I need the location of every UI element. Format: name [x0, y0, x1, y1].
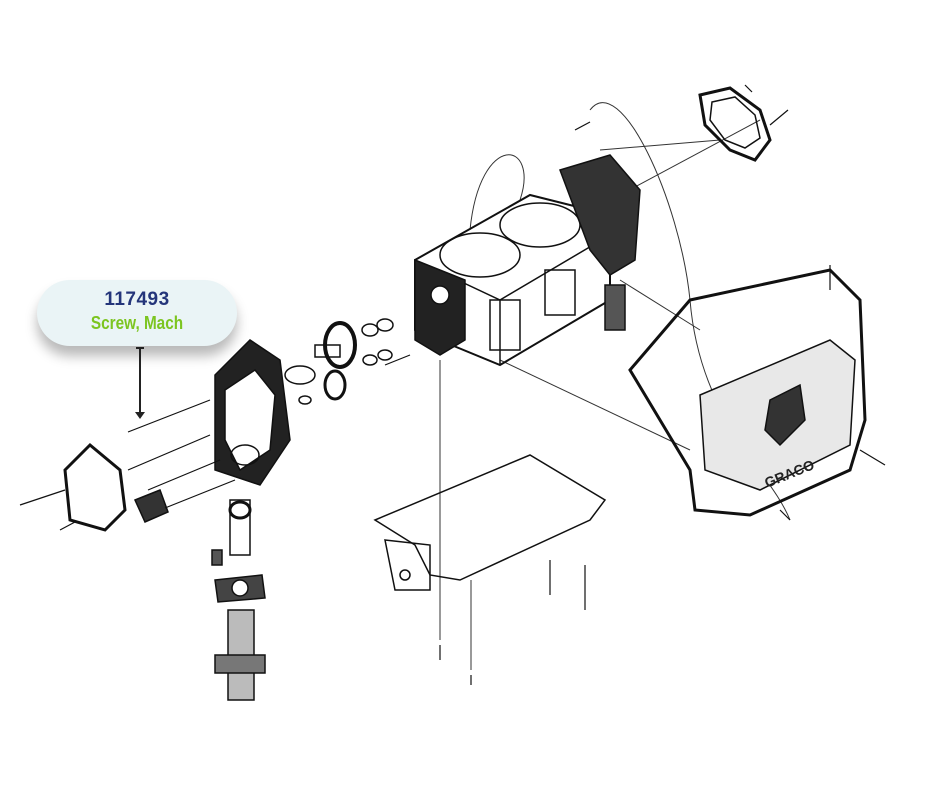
gear-set-part	[285, 319, 393, 404]
gearbox-housing-part	[415, 155, 640, 365]
front-gasket-part	[65, 445, 168, 530]
part-callout-tooltip[interactable]: 117493 Screw, Mach	[37, 280, 237, 346]
mounting-plate-part	[375, 455, 605, 590]
pump-shaft-part	[212, 500, 265, 700]
motor-cover-part: GRACO	[630, 270, 865, 515]
screws	[20, 85, 885, 685]
part-number: 117493	[104, 289, 170, 310]
callout-pointer-arrow	[135, 347, 145, 419]
part-description: Screw, Mach	[90, 313, 184, 333]
front-housing-part	[215, 340, 290, 485]
rear-gasket-part	[700, 88, 770, 160]
